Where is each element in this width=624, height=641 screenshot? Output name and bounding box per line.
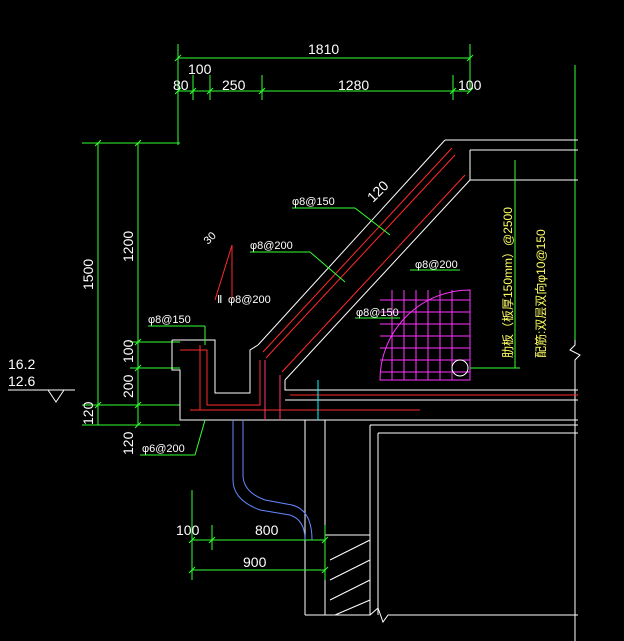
dim-250: 250 xyxy=(222,77,246,93)
rebar-label-7: φ8@200 xyxy=(228,294,271,306)
dim-900: 900 xyxy=(243,554,267,570)
angle-30: 30 xyxy=(202,230,219,247)
dim-200-left: 200 xyxy=(120,374,136,398)
gutter-mark: Ⅱ xyxy=(217,294,222,306)
dim-80: 80 xyxy=(173,77,189,93)
dim-100-top: 100 xyxy=(188,61,212,77)
label-leaders xyxy=(140,160,520,456)
notes: 肋板（板厚150mm）@2500 配筋:双层双向φ10@150 xyxy=(500,207,548,358)
note-reinforcement: 配筋:双层双向φ10@150 xyxy=(533,229,548,358)
elevation-marker: 16.2 12.6 xyxy=(8,356,75,403)
rebar-label-4: φ8@150 xyxy=(356,307,399,319)
dim-800: 800 xyxy=(255,522,279,538)
bottom-dimensions: 100 800 900 xyxy=(176,490,329,580)
rebar-label-5: φ8@150 xyxy=(148,314,191,326)
rebar-label-1: φ8@150 xyxy=(292,196,335,208)
rebar-lines xyxy=(180,147,578,420)
elevation-top: 16.2 xyxy=(8,356,35,372)
ribbed-slab-hatch xyxy=(379,289,471,381)
dim-120-left-b: 120 xyxy=(120,431,136,455)
dim-100-right: 100 xyxy=(458,77,482,93)
drain-pipes xyxy=(232,380,319,541)
dim-1500: 1500 xyxy=(80,259,96,290)
roof-outline xyxy=(171,139,581,641)
rebar-label-3: φ8@200 xyxy=(415,259,458,271)
rebar-label-group: φ8@150 φ8@200 φ8@200 φ8@150 φ8@150 φ6@20… xyxy=(142,177,458,455)
dim-100-left: 100 xyxy=(120,339,136,363)
dim-120-left-a: 120 xyxy=(80,401,96,425)
top-dimensions: 1810 100 80 250 1280 100 xyxy=(173,41,576,340)
dim-100-bottom: 100 xyxy=(176,522,200,538)
elevation-bottom: 12.6 xyxy=(8,373,35,389)
dim-1200: 1200 xyxy=(120,231,136,262)
dim-1810: 1810 xyxy=(308,41,339,57)
note-ribbed-slab: 肋板（板厚150mm）@2500 xyxy=(500,207,515,358)
slope-dim-120: 120 xyxy=(364,177,392,205)
left-dimensions: 1500 1200 100 200 120 120 xyxy=(80,139,180,455)
rebar-label-6: φ6@200 xyxy=(142,443,185,455)
dim-1280: 1280 xyxy=(338,77,369,93)
rebar-label-2: φ8@200 xyxy=(250,240,293,252)
